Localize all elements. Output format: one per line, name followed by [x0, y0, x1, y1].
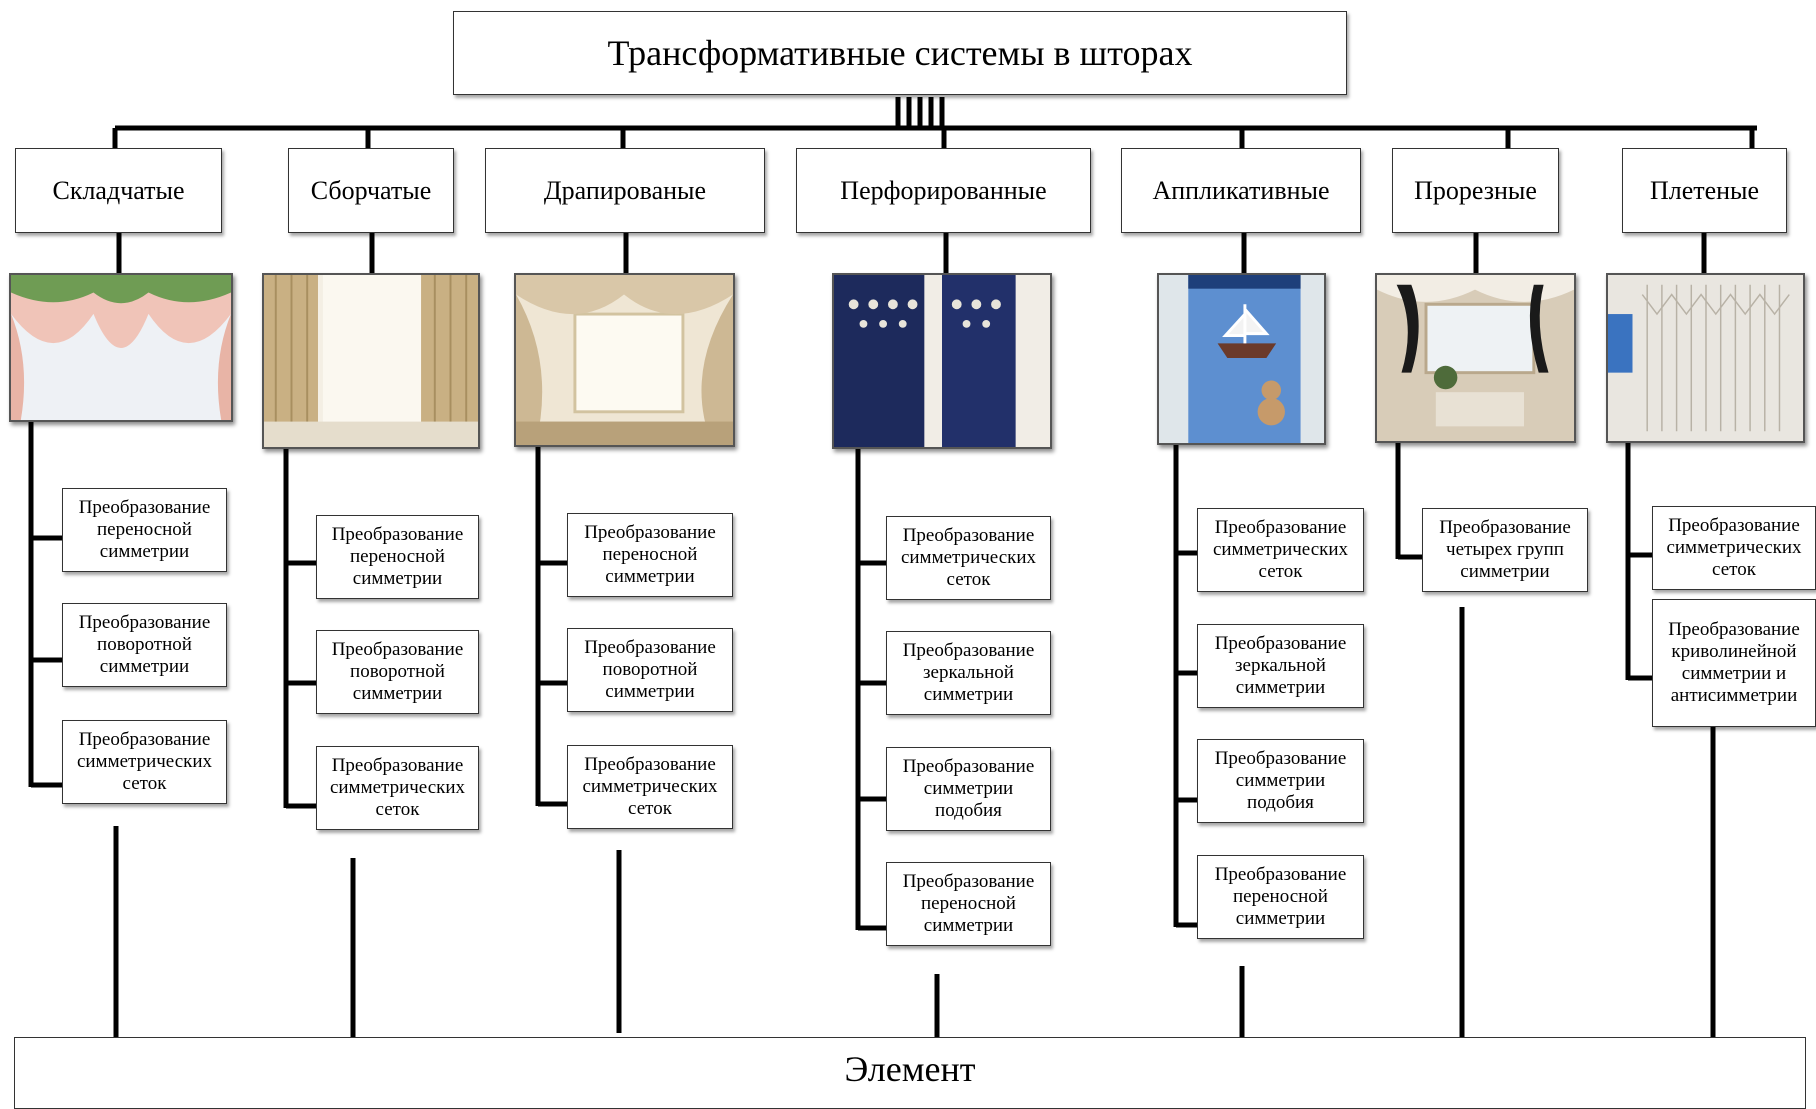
- transform-box: Преобразование симметрических сеток: [886, 516, 1051, 600]
- category-box-proreznye: Прорезные: [1392, 148, 1559, 233]
- transform-box: Преобразование симметрии подобия: [886, 747, 1051, 831]
- category-box-pletenye: Плетеные: [1622, 148, 1787, 233]
- transform-box: Преобразование переносной симметрии: [316, 515, 479, 599]
- transform-box: Преобразование поворотной симметрии: [316, 630, 479, 714]
- transform-box: Преобразование симметрических сеток: [1197, 508, 1364, 592]
- transform-box: Преобразование поворотной симметрии: [567, 628, 733, 712]
- category-box-applikativnye: Аппликативные: [1121, 148, 1361, 233]
- transform-box: Преобразование симметрических сеток: [316, 746, 479, 830]
- transform-box: Преобразование переносной симметрии: [567, 513, 733, 597]
- category-box-perforirovannye: Перфорированные: [796, 148, 1091, 233]
- transform-box: Преобразование переносной симметрии: [1197, 855, 1364, 939]
- category-box-sborchatye: Сборчатые: [288, 148, 454, 233]
- category-box-drapirovanye: Драпированые: [485, 148, 765, 233]
- transform-box: Преобразование симметрических сеток: [62, 720, 227, 804]
- element-box: Элемент: [14, 1037, 1806, 1109]
- photo-applique-curtain: [1157, 273, 1326, 445]
- transform-box: Преобразование симметрии подобия: [1197, 739, 1364, 823]
- transform-box: Преобразование симметрических сеток: [567, 745, 733, 829]
- transform-box: Преобразование зеркальной симметрии: [886, 631, 1051, 715]
- photo-woven-curtain: [1606, 273, 1805, 443]
- photo-perforated-curtain: [832, 273, 1052, 449]
- photo-cutwork-curtain: [1375, 273, 1576, 443]
- transform-box: Преобразование четырех групп симметрии: [1422, 508, 1588, 592]
- photo-draped-curtain: [514, 273, 735, 447]
- transform-box: Преобразование зеркальной симметрии: [1197, 624, 1364, 708]
- transform-box: Преобразование переносной симметрии: [62, 488, 227, 572]
- diagram-title: Трансформативные системы в шторах: [453, 11, 1347, 95]
- category-box-skladchatye: Складчатые: [15, 148, 222, 233]
- photo-pleated-curtain: [9, 273, 233, 422]
- transform-box: Преобразование поворотной симметрии: [62, 603, 227, 687]
- transform-box: Преобразование переносной симметрии: [886, 862, 1051, 946]
- transform-box: Преобразование криволинейной симметрии и…: [1652, 599, 1816, 727]
- transform-box: Преобразование симметрических сеток: [1652, 506, 1816, 590]
- photo-gathered-curtain: [262, 273, 480, 449]
